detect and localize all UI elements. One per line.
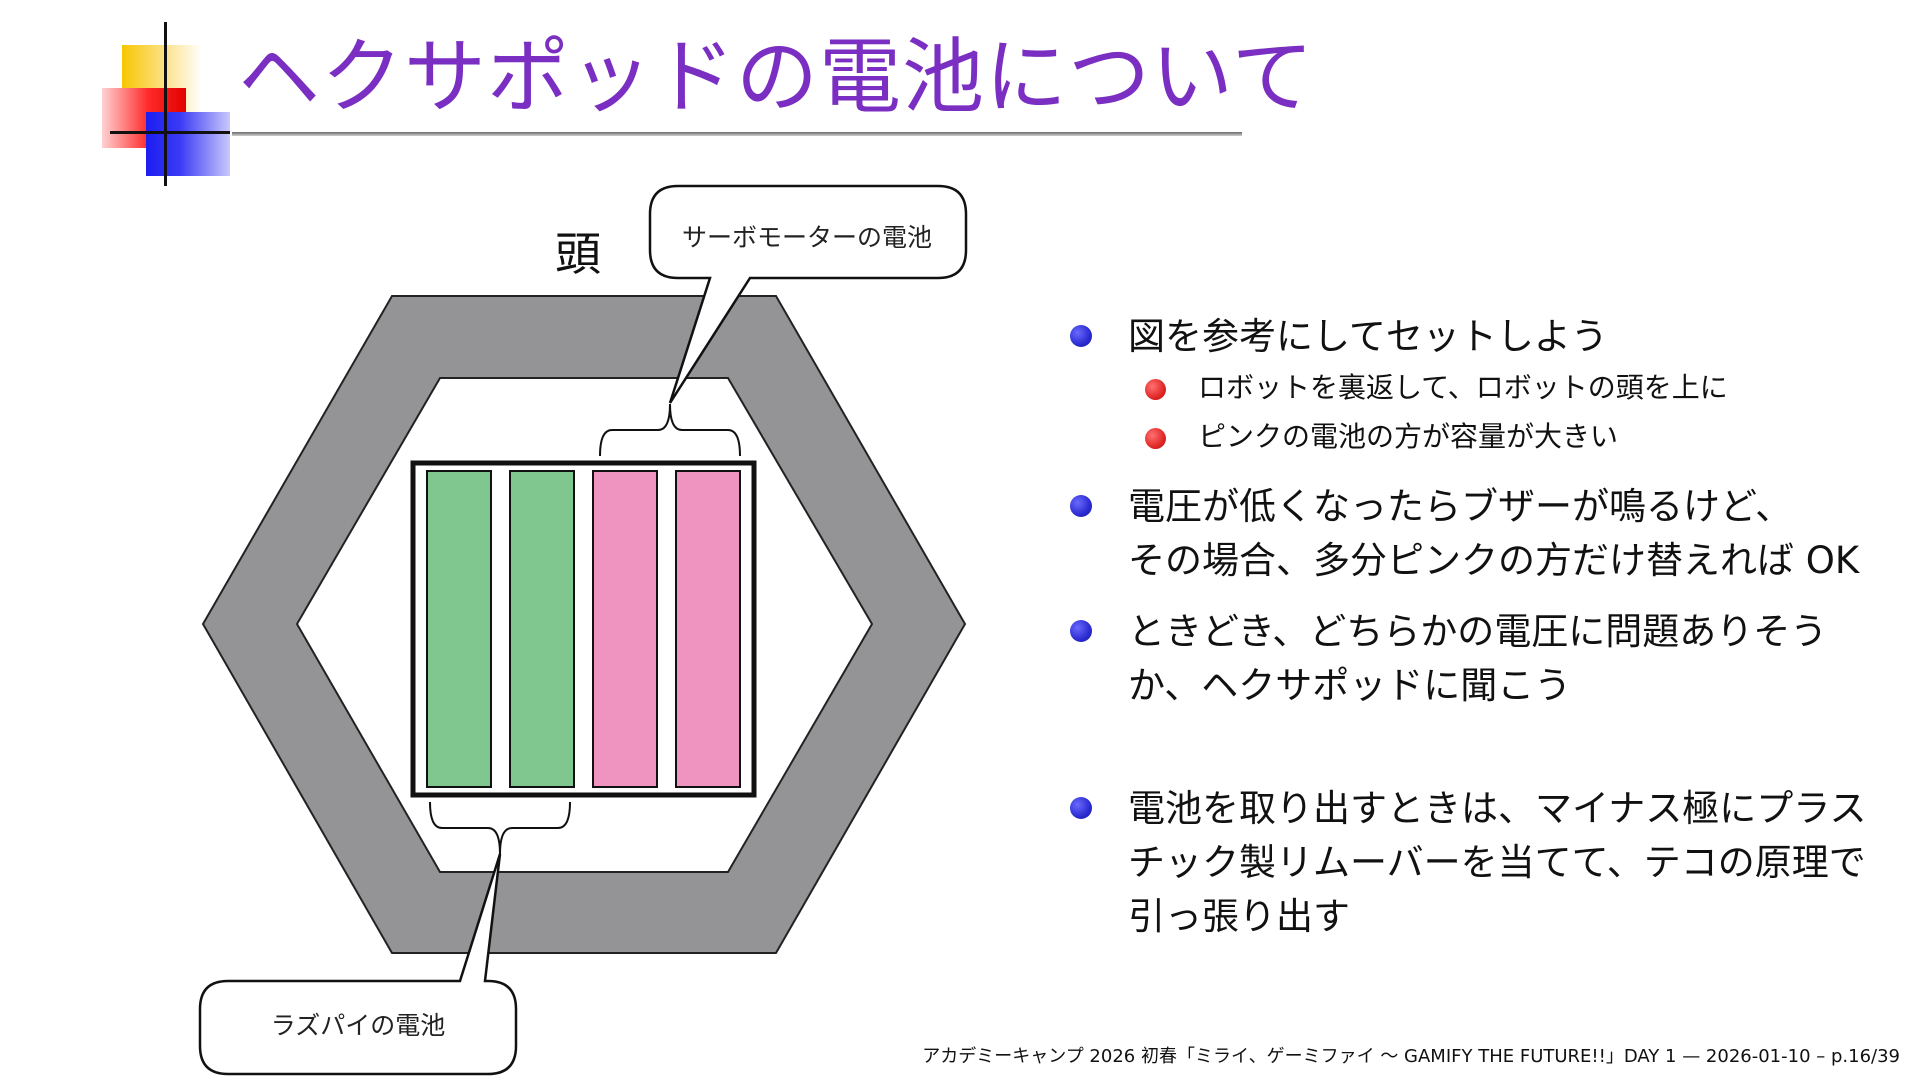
bullet-text: か、ヘクサポッドに聞こう — [1128, 664, 1572, 707]
bullet-text: ときどき、どちらかの電圧に問題ありそう — [1128, 610, 1828, 653]
bullet-text: チック製リムーバーを当てて、テコの原理で — [1128, 841, 1866, 884]
raspberry-pi-brace — [429, 801, 571, 855]
raspberry-pi-battery-2 — [509, 470, 575, 788]
bullet-text: 電池を取り出すときは、マイナス極にプラス — [1128, 787, 1867, 830]
sub-bullet-text: ロボットを裏返して、ロボットの頭を上に — [1198, 371, 1728, 404]
sub-bullet-text: ピンクの電池の方が容量が大きい — [1198, 420, 1619, 453]
sub-bullet-icon — [1145, 428, 1166, 449]
bullet-icon — [1070, 797, 1092, 819]
sub-bullet-icon — [1145, 379, 1166, 400]
head-label: 頭 — [555, 227, 601, 281]
callout-servo-bubble — [648, 184, 968, 404]
bullet-icon — [1070, 325, 1092, 347]
bullet-text: 電圧が低くなったらブザーが鳴るけど、 — [1128, 485, 1793, 528]
servo-battery-2 — [675, 470, 741, 788]
bullet-text: 図を参考にしてセットしよう — [1128, 315, 1608, 358]
hexagon-inner-outline — [295, 377, 874, 873]
hexagon-frame-outline — [201, 295, 967, 954]
title-deco-horizontal-line — [110, 131, 230, 134]
callout-pi-label: ラズパイの電池 — [270, 1011, 446, 1040]
raspberry-pi-battery-1 — [426, 470, 492, 788]
slide-title: ヘクサポッドの電池について — [238, 30, 1315, 125]
title-deco-blue-square — [146, 112, 230, 176]
slide-footer: アカデミーキャンプ 2026 初春「ミライ、ゲーミファイ ～ GAMIFY TH… — [922, 1046, 1900, 1067]
bullet-text: その場合、多分ピンクの方だけ替えれば OK — [1128, 539, 1860, 582]
callout-pi-bubble — [198, 853, 518, 1076]
servo-battery-1 — [592, 470, 658, 788]
bullet-icon — [1070, 620, 1092, 642]
callout-servo-label: サーボモーターの電池 — [681, 223, 932, 252]
title-underline — [232, 132, 1242, 136]
title-deco-vertical-line — [164, 22, 167, 186]
bullet-text: 引っ張り出す — [1128, 895, 1350, 938]
bullet-icon — [1070, 495, 1092, 517]
servo-brace — [599, 403, 741, 457]
